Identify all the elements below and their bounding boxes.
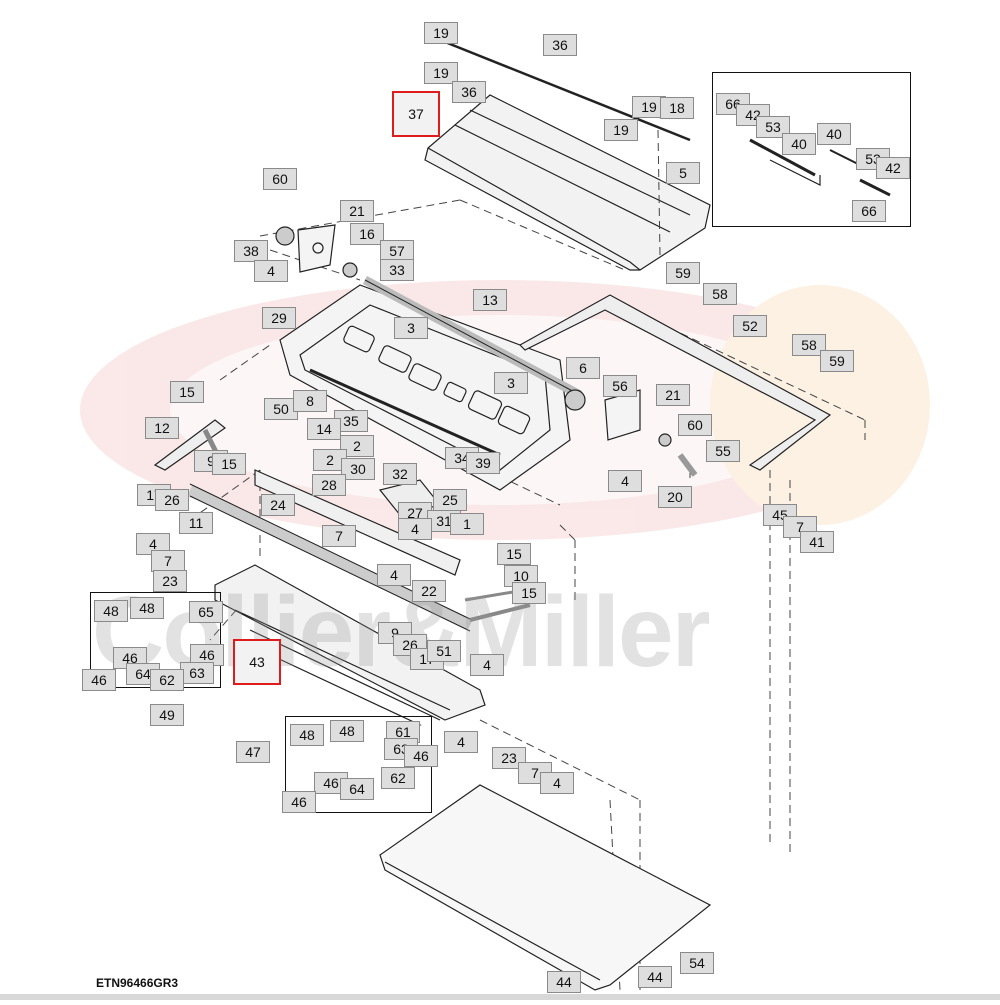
callout-46: 46: [282, 791, 316, 813]
callout-30: 30: [341, 458, 375, 480]
callout-40: 40: [817, 123, 851, 145]
callout-54: 54: [680, 952, 714, 974]
callout-4: 4: [540, 772, 574, 794]
callout-51: 51: [427, 640, 461, 662]
callout-8: 8: [293, 390, 327, 412]
callout-42: 42: [876, 157, 910, 179]
callout-33: 33: [380, 259, 414, 281]
callout-16: 16: [350, 223, 384, 245]
callout-15: 15: [212, 453, 246, 475]
callout-62: 62: [150, 669, 184, 691]
callout-21: 21: [656, 384, 690, 406]
callout-35: 35: [334, 410, 368, 432]
callout-2: 2: [340, 435, 374, 457]
callout-4: 4: [470, 654, 504, 676]
callout-21: 21: [340, 200, 374, 222]
callout-60: 60: [263, 168, 297, 190]
callout-46: 46: [82, 669, 116, 691]
callout-3: 3: [394, 317, 428, 339]
callout-15: 15: [497, 543, 531, 565]
callout-11: 11: [179, 512, 213, 534]
callout-36: 36: [452, 81, 486, 103]
callout-40: 40: [782, 133, 816, 155]
footer-bar: [0, 994, 1000, 1000]
callout-38: 38: [234, 240, 268, 262]
callout-52: 52: [733, 315, 767, 337]
callout-64: 64: [340, 778, 374, 800]
callout-48: 48: [330, 720, 364, 742]
callout-23: 23: [492, 747, 526, 769]
callout-4: 4: [254, 260, 288, 282]
callout-48: 48: [290, 724, 324, 746]
callout-14: 14: [307, 418, 341, 440]
callout-13: 13: [473, 289, 507, 311]
callout-59: 59: [666, 262, 700, 284]
callout-15: 15: [170, 381, 204, 403]
callout-58: 58: [703, 283, 737, 305]
callout-18: 18: [660, 97, 694, 119]
callout-46: 46: [314, 772, 348, 794]
callout-36: 36: [543, 34, 577, 56]
callout-1: 1: [450, 513, 484, 535]
callout-26: 26: [155, 489, 189, 511]
callout-49: 49: [150, 704, 184, 726]
callout-39: 39: [466, 452, 500, 474]
callout-12: 12: [145, 417, 179, 439]
callout-29: 29: [262, 307, 296, 329]
callout-23: 23: [153, 570, 187, 592]
callout-55: 55: [706, 440, 740, 462]
guard-43: [214, 564, 486, 721]
callout-25: 25: [433, 489, 467, 511]
callout-19: 19: [632, 96, 666, 118]
callout-28: 28: [312, 474, 346, 496]
callout-48: 48: [94, 600, 128, 622]
callout-7: 7: [322, 525, 356, 547]
callout-32: 32: [383, 463, 417, 485]
callout-3: 3: [494, 372, 528, 394]
callout-62: 62: [381, 767, 415, 789]
callout-5: 5: [666, 162, 700, 184]
callout-20: 20: [658, 486, 692, 508]
callout-50: 50: [264, 398, 298, 420]
callout-19: 19: [424, 22, 458, 44]
callout-59: 59: [820, 350, 854, 372]
callout-10: 10: [504, 565, 538, 587]
callout-37-highlighted: 37: [392, 91, 440, 137]
callout-24: 24: [261, 494, 295, 516]
callout-41: 41: [800, 531, 834, 553]
callout-48: 48: [130, 597, 164, 619]
callout-46: 46: [404, 745, 438, 767]
rod-36: [444, 40, 691, 142]
callout-22: 22: [412, 580, 446, 602]
callout-53: 53: [756, 116, 790, 138]
arm-52: [519, 294, 832, 471]
callout-4: 4: [444, 731, 478, 753]
drawing-number: ETN96466GR3: [96, 976, 179, 990]
callout-15: 15: [512, 582, 546, 604]
callout-4: 4: [398, 518, 432, 540]
inset-box-pins: [712, 72, 911, 227]
callout-4: 4: [377, 564, 411, 586]
callout-66: 66: [852, 200, 886, 222]
callout-19: 19: [604, 119, 638, 141]
callout-4: 4: [608, 470, 642, 492]
callout-19: 19: [424, 62, 458, 84]
callout-43-highlighted: 43: [233, 639, 281, 685]
callout-58: 58: [792, 334, 826, 356]
callout-65: 65: [189, 601, 223, 623]
callout-6: 6: [566, 357, 600, 379]
callout-60: 60: [678, 414, 712, 436]
callout-7: 7: [151, 550, 185, 572]
callout-44: 44: [547, 971, 581, 993]
callout-44: 44: [638, 966, 672, 988]
callout-56: 56: [603, 375, 637, 397]
callout-63: 63: [180, 662, 214, 684]
plate-54: [379, 784, 712, 991]
callout-57: 57: [380, 240, 414, 262]
deflector-37: [424, 94, 711, 271]
callout-47: 47: [236, 741, 270, 763]
